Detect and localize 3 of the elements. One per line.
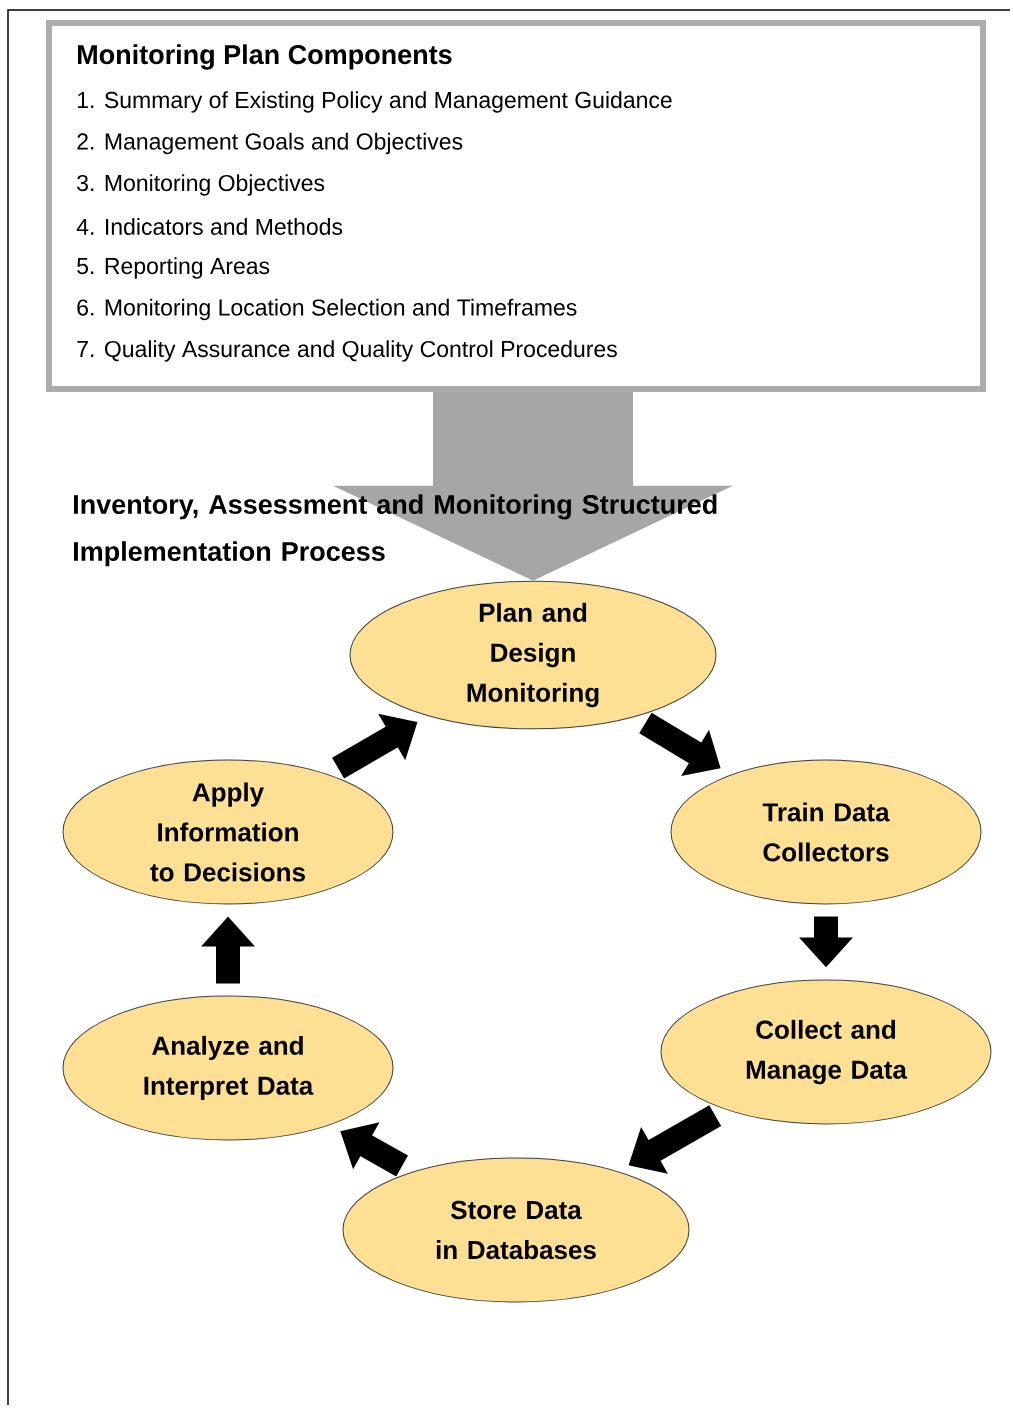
block-arrow	[333, 392, 733, 581]
process-title: Inventory, Assessment and Monitoring Structured Implementation Process	[74, 494, 717, 567]
component-box: Monitoring Plan Components 1. Summary of Existing Policy and Management Guidance 2. Management Goals and Objectives 3. Monitoring Objectives 4. Indicators and Methods 5. Reporting Areas 6. Monitoring Location Selection and Timeframes 7. Quality Assurance and Quality Control Procedures	[46, 20, 986, 392]
